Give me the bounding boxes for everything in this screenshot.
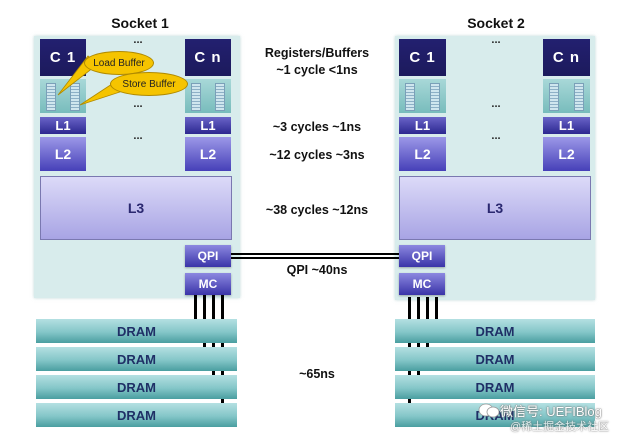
memory-channel-wire	[417, 297, 420, 319]
latency-registers: ~1 cycle <1ns	[276, 63, 358, 77]
buffer-block	[40, 79, 86, 113]
load-buffer-callout: Load Buffer	[84, 51, 154, 75]
l2-cache: L2	[185, 137, 231, 171]
core-cn: C n	[543, 39, 590, 76]
l2-cache: L2	[399, 137, 446, 171]
load-buffer-icon	[46, 83, 56, 111]
memory-controller: MC	[399, 273, 445, 295]
load-buffer-icon	[405, 83, 415, 111]
memory-channel-wire	[221, 295, 224, 319]
memory-channel-wire	[203, 295, 206, 319]
memory-channel-wire	[212, 343, 215, 347]
latency-l3: ~38 cycles ~12ns	[265, 203, 369, 217]
store-buffer-icon	[430, 83, 440, 111]
l3-cache: L3	[40, 176, 232, 240]
memory-channel-wire	[435, 297, 438, 319]
store-buffer-callout: Store Buffer	[110, 72, 188, 96]
memory-channel-wire	[212, 295, 215, 319]
load-buffer-icon	[191, 83, 201, 111]
l3-cache: L3	[399, 176, 591, 240]
memory-channel-wire	[203, 343, 206, 347]
memory-channel-wire	[408, 343, 411, 347]
l1-cache: L1	[185, 117, 231, 134]
core-ellipsis: ...	[133, 34, 143, 46]
watermark-line1: 微信号: UEFIBlog	[500, 404, 602, 419]
buffer-block	[543, 79, 590, 113]
memory-channel-wire	[408, 297, 411, 319]
memory-channel-wire	[426, 343, 429, 347]
buffer-ellipsis: ...	[133, 98, 143, 110]
store-buffer-icon	[70, 83, 80, 111]
buffer-ellipsis: ...	[491, 98, 501, 110]
core-c1: C 1	[399, 39, 446, 76]
l1-cache: L1	[543, 117, 590, 134]
dram-module: DRAM	[36, 347, 237, 371]
core-ellipsis: ...	[491, 34, 501, 46]
memory-channel-wire	[417, 371, 420, 375]
qpi-wire	[231, 253, 399, 255]
latency-l1: ~3 cycles ~1ns	[272, 120, 362, 134]
socket-1-title: Socket 1	[111, 15, 169, 31]
dram-module: DRAM	[36, 375, 237, 399]
memory-channel-wire	[221, 399, 224, 403]
qpi-wire	[231, 257, 399, 259]
memory-channel-wire	[221, 343, 224, 347]
core-cn: C n	[185, 39, 231, 76]
cache-ellipsis: ...	[133, 130, 143, 142]
watermark-line2: @稀土掘金技术社区	[510, 421, 610, 433]
wechat-icon	[478, 402, 500, 418]
memory-channel-wire	[408, 371, 411, 375]
latency-l2: ~12 cycles ~3ns	[269, 148, 365, 162]
latency-dram: ~65ns	[299, 367, 335, 381]
memory-channel-wire	[194, 295, 197, 319]
qpi-link: QPI	[399, 245, 445, 267]
dram-module: DRAM	[395, 375, 595, 399]
memory-channel-wire	[417, 343, 420, 347]
dram-module: DRAM	[395, 319, 595, 343]
latency-qpi: QPI ~40ns	[286, 263, 348, 277]
memory-controller: MC	[185, 273, 231, 295]
memory-channel-wire	[408, 399, 411, 403]
store-buffer-icon	[215, 83, 225, 111]
l2-cache: L2	[543, 137, 590, 171]
qpi-link: QPI	[185, 245, 231, 267]
buffer-block	[399, 79, 446, 113]
memory-channel-wire	[221, 371, 224, 375]
memory-channel-wire	[212, 371, 215, 375]
socket-2-title: Socket 2	[467, 15, 525, 31]
dram-module: DRAM	[36, 403, 237, 427]
load-buffer-icon	[549, 83, 559, 111]
l1-cache: L1	[40, 117, 86, 134]
l1-cache: L1	[399, 117, 446, 134]
store-buffer-icon	[574, 83, 584, 111]
memory-channel-wire	[426, 297, 429, 319]
dram-module: DRAM	[395, 347, 595, 371]
buffer-block	[185, 79, 231, 113]
cache-ellipsis: ...	[491, 130, 501, 142]
dram-module: DRAM	[36, 319, 237, 343]
latency-registers-title: Registers/Buffers	[264, 46, 370, 60]
l2-cache: L2	[40, 137, 86, 171]
